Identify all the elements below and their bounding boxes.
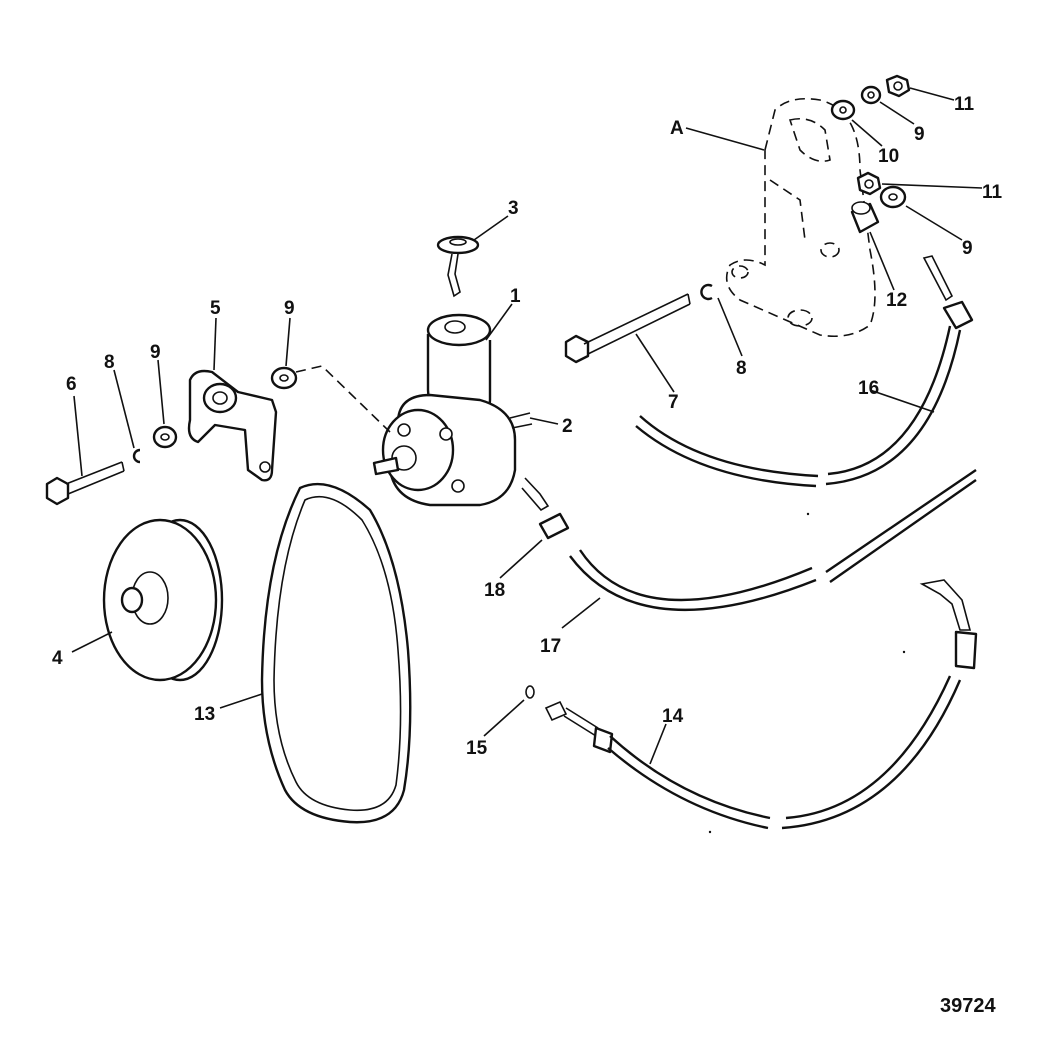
callout-5: 5	[210, 298, 221, 319]
clip-8-right	[700, 283, 713, 301]
nut-11-lower	[856, 171, 882, 196]
callout-8-left: 8	[104, 352, 115, 373]
reservoir-cap-3	[436, 235, 480, 298]
washer-9-upper	[860, 85, 882, 105]
callout-2: 2	[562, 416, 573, 437]
callout-9-left: 9	[150, 342, 161, 363]
washer-9-left	[152, 425, 178, 449]
assembly-line	[295, 365, 391, 433]
callout-11-lower: 11	[982, 182, 1003, 203]
callout-6: 6	[66, 374, 77, 395]
callout-7: 7	[668, 392, 679, 413]
callout-14: 14	[662, 706, 684, 727]
speck	[806, 512, 810, 516]
pulley-4	[102, 518, 224, 682]
clip-8-left	[132, 448, 141, 464]
speck	[902, 650, 906, 654]
callout-13: 13	[194, 704, 215, 725]
callout-4: 4	[52, 648, 63, 669]
washer-10	[830, 99, 856, 121]
callout-a: A	[670, 118, 684, 139]
callout-17: 17	[540, 636, 561, 657]
callout-15: 15	[466, 738, 488, 759]
drive-belt-13	[260, 482, 412, 824]
callout-12: 12	[886, 290, 907, 311]
figure-number: 39724	[940, 995, 996, 1017]
pump-1	[372, 313, 550, 512]
washer-9-lower	[879, 185, 907, 209]
hose-14	[544, 579, 978, 830]
fitting-18	[538, 512, 570, 540]
callout-9-upper: 9	[914, 124, 925, 145]
callout-11-upper: 11	[954, 94, 975, 115]
bracket-a	[725, 97, 876, 338]
hose-16	[635, 255, 974, 488]
callout-10: 10	[878, 146, 899, 167]
bolt-6	[45, 461, 125, 506]
callout-9-center: 9	[284, 298, 295, 319]
spacer-12	[850, 201, 880, 234]
callout-9-lower: 9	[962, 238, 973, 259]
speck	[708, 830, 712, 834]
bolt-7	[564, 293, 691, 364]
callout-18: 18	[484, 580, 505, 601]
hose-17	[569, 469, 977, 612]
callout-8-right: 8	[736, 358, 747, 379]
callout-1: 1	[510, 286, 521, 307]
callout-16: 16	[858, 378, 879, 399]
pump-bracket-5	[187, 369, 278, 482]
nut-11-upper	[885, 74, 911, 98]
leader-lines	[71, 87, 983, 765]
washer-9-center	[270, 366, 298, 390]
o-ring-15	[525, 685, 535, 699]
callout-3: 3	[508, 198, 519, 219]
